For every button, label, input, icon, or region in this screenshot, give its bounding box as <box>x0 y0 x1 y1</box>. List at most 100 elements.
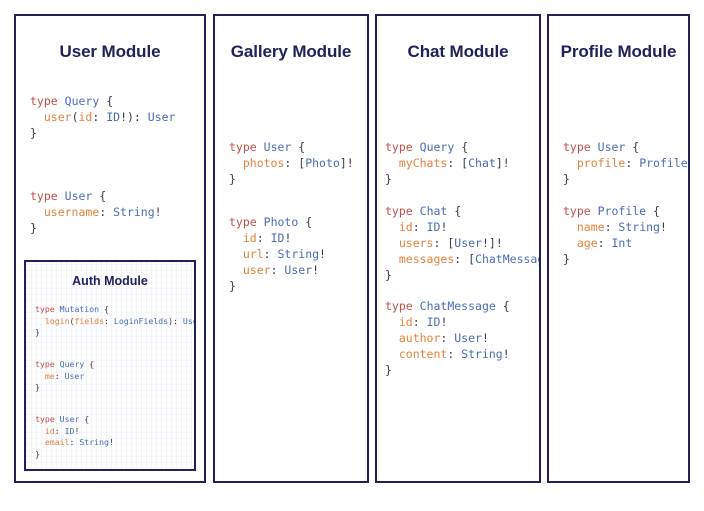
code-token: ! <box>440 315 448 329</box>
code-token: User <box>597 140 626 154</box>
code-token: String <box>461 347 503 361</box>
code-token: : <box>412 220 427 234</box>
code-line: id: ID! <box>385 314 510 330</box>
code-token: users <box>398 236 434 250</box>
code-token: Profile <box>639 156 688 170</box>
code-token <box>385 252 399 266</box>
code-lines: type Query { myChats: [Chat]!} <box>385 139 510 187</box>
code-line: email: String! <box>35 437 114 449</box>
code-line: username: String! <box>30 204 162 220</box>
module-card-user[interactable]: User Module type Query { user(id: ID!): … <box>14 14 206 483</box>
code-token: me <box>44 370 55 381</box>
code-block-auth-user: type User { id: ID! email: String!} <box>35 414 114 460</box>
code-token: ID <box>64 425 75 436</box>
code-block-chat-type: type Chat { id: ID! users: [User!]! mess… <box>385 203 539 283</box>
code-token: content <box>398 347 448 361</box>
code-token: User <box>454 331 482 345</box>
module-card-chat[interactable]: Chat Module type Query { myChats: [Chat]… <box>375 14 541 483</box>
code-token: ! <box>154 205 162 219</box>
code-line: } <box>35 449 114 461</box>
code-token: : <box>440 331 455 345</box>
code-line: type ChatMessage { <box>385 298 510 314</box>
code-lines: type Query { me: User} <box>35 359 94 394</box>
code-token: ChatMessage <box>475 252 539 266</box>
module-card-gallery[interactable]: Gallery Module type User { photos: [Phot… <box>213 14 369 483</box>
code-token: User <box>59 414 80 424</box>
code-token: url <box>242 247 264 261</box>
code-token: type <box>35 359 55 369</box>
code-token: { <box>99 94 114 108</box>
code-token: String <box>277 247 320 261</box>
code-line: type Query { <box>385 139 510 155</box>
code-token <box>385 331 399 345</box>
code-token: } <box>385 268 392 282</box>
code-token: ID <box>426 315 441 329</box>
code-line: } <box>385 362 510 378</box>
code-token: profile <box>576 156 626 170</box>
code-token: name <box>576 220 605 234</box>
code-token: ! <box>659 220 667 234</box>
code-token: } <box>563 172 570 186</box>
code-token: : <box>270 263 285 277</box>
code-line: id: ID! <box>35 426 114 438</box>
code-token: !): <box>120 110 148 124</box>
module-card-profile[interactable]: Profile Module type User { profile: Prof… <box>547 14 690 483</box>
code-token: } <box>385 363 392 377</box>
code-token: type <box>229 140 257 154</box>
code-token <box>385 236 399 250</box>
code-token: } <box>229 172 236 186</box>
code-token: User <box>64 189 93 203</box>
code-lines: type Query { user(id: ID!): User} <box>30 93 175 141</box>
code-token <box>35 316 45 326</box>
code-token: } <box>385 172 392 186</box>
code-line: messages: [ChatMessage]! <box>385 251 539 267</box>
code-token <box>257 140 264 154</box>
code-block-profile-type: type Profile { name: String! age: Int} <box>563 203 667 267</box>
code-token: ! <box>319 247 326 261</box>
code-token: } <box>30 221 37 235</box>
code-token: user <box>242 263 271 277</box>
code-token: } <box>35 448 40 459</box>
code-token: { <box>298 215 313 229</box>
code-token <box>563 156 577 170</box>
code-line: } <box>35 327 194 339</box>
code-token <box>35 426 45 436</box>
code-token: } <box>30 126 37 140</box>
code-line: user(id: ID!): User <box>30 109 176 125</box>
code-line: type Profile { <box>563 203 667 219</box>
code-token: ! <box>284 231 292 245</box>
code-token: ! <box>108 437 114 448</box>
code-token <box>385 156 399 170</box>
code-token: ! <box>440 220 448 234</box>
code-token: User <box>284 263 313 277</box>
code-line: type Query { <box>30 93 175 109</box>
code-token: : <box>625 156 640 170</box>
code-token: Query <box>64 94 100 108</box>
code-token: : <box>447 347 462 361</box>
code-token: fields <box>74 315 105 326</box>
code-line: profile: Profile! <box>563 155 688 171</box>
module-title-profile: Profile Module <box>560 42 677 61</box>
code-line: type Query { <box>35 359 94 371</box>
code-token <box>35 371 45 381</box>
code-line: } <box>30 125 175 141</box>
code-line: type Chat { <box>385 203 539 219</box>
code-token: : <box>104 315 114 326</box>
code-token <box>563 236 577 250</box>
code-token: : <box>604 220 619 234</box>
code-token: { <box>447 204 462 218</box>
code-token: { <box>291 140 306 154</box>
code-line: type User { <box>229 139 354 155</box>
code-line: type User { <box>563 139 688 155</box>
code-token: : <box>597 236 612 250</box>
code-token: : <box>256 231 271 245</box>
module-title-user: User Module <box>59 42 161 61</box>
code-token: { <box>79 414 90 424</box>
code-token: String <box>618 220 660 234</box>
code-token: type <box>35 304 55 314</box>
code-token: type <box>385 299 413 313</box>
code-token: type <box>229 215 257 229</box>
code-token: myChats <box>398 156 448 170</box>
module-card-auth[interactable]: Auth Module type Mutation { login(fields… <box>24 260 196 471</box>
code-token: ( <box>69 315 75 326</box>
